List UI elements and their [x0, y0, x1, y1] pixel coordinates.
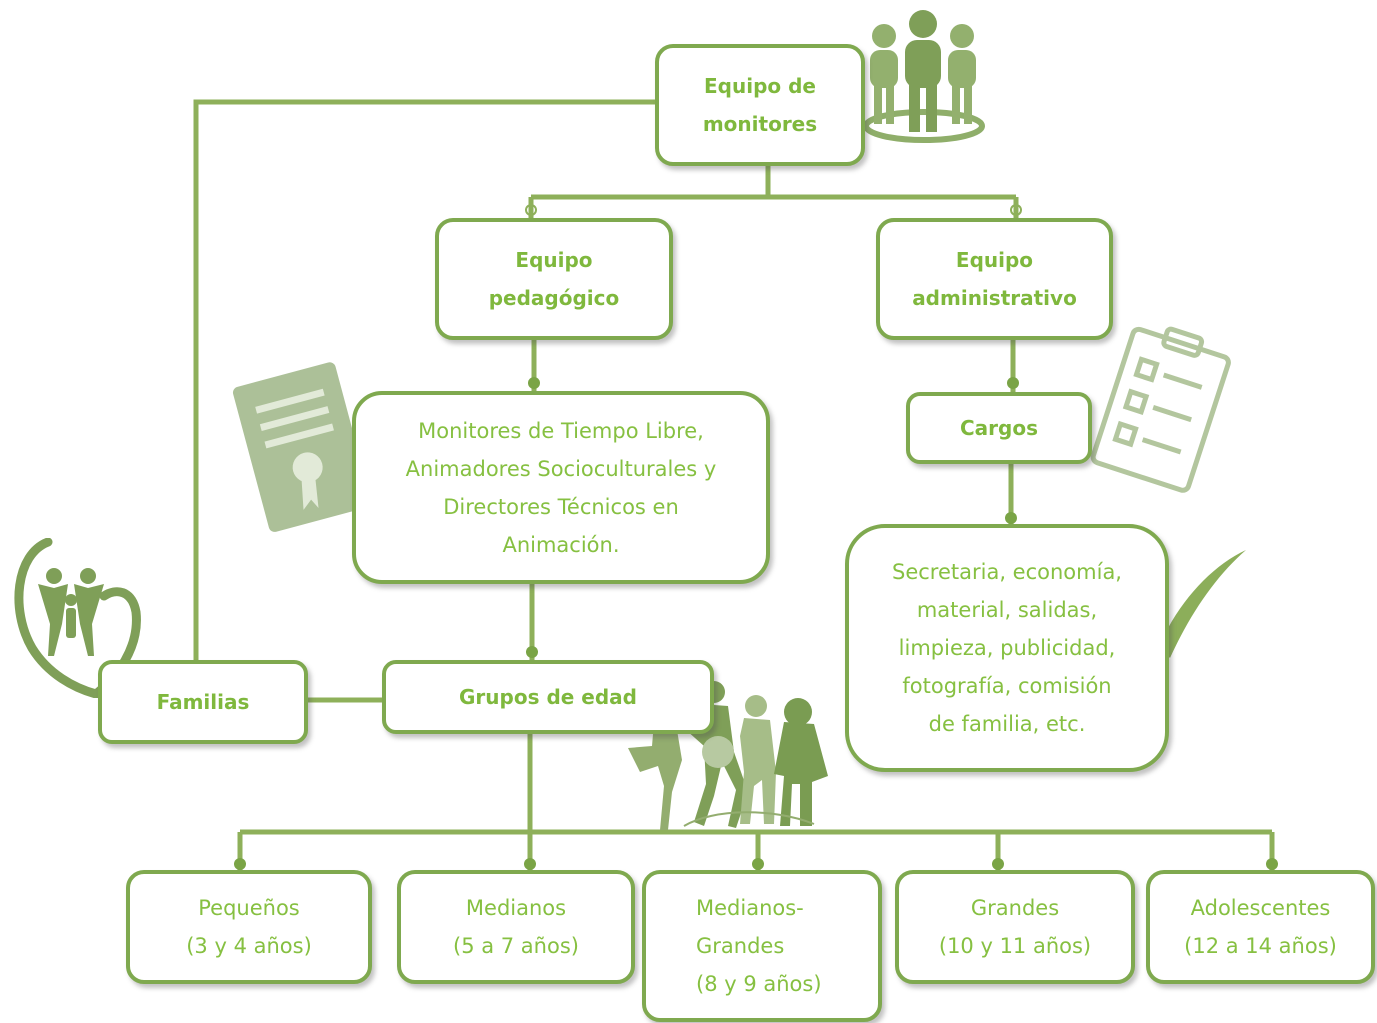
age-group-pequenos-name: Pequeños [198, 896, 300, 920]
cargos-desc-line-1: Secretaria, economía, [892, 560, 1122, 584]
equipo-administrativo-line-2: administrativo [912, 286, 1077, 310]
equipo-administrativo-line-1: Equipo [955, 248, 1034, 272]
monitores-desc-line-4: Animación. [502, 532, 620, 557]
monitores-desc-line-1: Monitores de Tiempo Libre, [418, 418, 704, 443]
age-group-medianos-grandes-name-1: Medianos- [696, 896, 804, 920]
family-heart-icon [14, 538, 141, 698]
monitores-desc-line-2: Animadores Socioculturales y [405, 456, 717, 481]
age-group-grandes-name: Grandes [970, 896, 1060, 920]
age-group-pequenos: Pequeños (3 y 4 años) [126, 870, 372, 984]
familias-box: Familias [98, 660, 308, 744]
age-group-adolescentes-range: (12 a 14 años) [1184, 934, 1337, 958]
monitores-desc-line-3: Directores Técnicos en [443, 494, 679, 519]
age-group-grandes: Grandes (10 y 11 años) [895, 870, 1135, 984]
cargos-description-box: Secretaria, economía, material, salidas,… [845, 524, 1169, 772]
age-group-pequenos-range: (3 y 4 años) [186, 934, 312, 958]
equipo-monitores-line-1: Equipo de [704, 74, 816, 98]
age-group-medianos-grandes: Medianos- Grandes (8 y 9 años) [642, 870, 882, 1022]
grupos-edad-box: Grupos de edad [382, 660, 714, 734]
age-group-medianos: Medianos (5 a 7 años) [397, 870, 635, 984]
age-group-adolescentes-name: Adolescentes [1190, 896, 1331, 920]
children-playing-icon [628, 678, 828, 830]
age-group-medianos-range: (5 a 7 años) [453, 934, 579, 958]
grupos-edad-label: Grupos de edad [459, 685, 637, 709]
equipo-monitores-line-2: monitores [702, 112, 818, 136]
familias-label: Familias [156, 690, 250, 714]
equipo-pedagogico-box: Equipo pedagógico [435, 218, 673, 340]
cargos-desc-line-2: material, salidas, [916, 598, 1098, 622]
certificate-icon [232, 362, 372, 532]
equipo-pedagogico-line-1: Equipo [515, 248, 593, 272]
cargos-box: Cargos [906, 392, 1092, 464]
age-group-medianos-grandes-name-2: Grandes [696, 934, 785, 958]
equipo-monitores-box: Equipo de monitores [655, 44, 865, 166]
people-group-icon [863, 10, 985, 143]
age-group-medianos-grandes-range: (8 y 9 años) [696, 972, 822, 996]
equipo-administrativo-box: Equipo administrativo [876, 218, 1113, 340]
equipo-pedagogico-line-2: pedagógico [488, 286, 620, 310]
age-group-grandes-range: (10 y 11 años) [938, 934, 1092, 958]
cargos-label: Cargos [960, 416, 1038, 440]
age-group-medianos-name: Medianos [465, 896, 567, 920]
monitores-description-box: Monitores de Tiempo Libre, Animadores So… [352, 391, 770, 584]
cargos-desc-line-3: limpieza, publicidad, [898, 636, 1116, 660]
clipboard-checklist-icon [1090, 326, 1231, 493]
cargos-desc-line-5: de familia, etc. [928, 712, 1086, 736]
age-group-adolescentes: Adolescentes (12 a 14 años) [1146, 870, 1375, 984]
cargos-desc-line-4: fotografía, comisión [902, 674, 1112, 698]
